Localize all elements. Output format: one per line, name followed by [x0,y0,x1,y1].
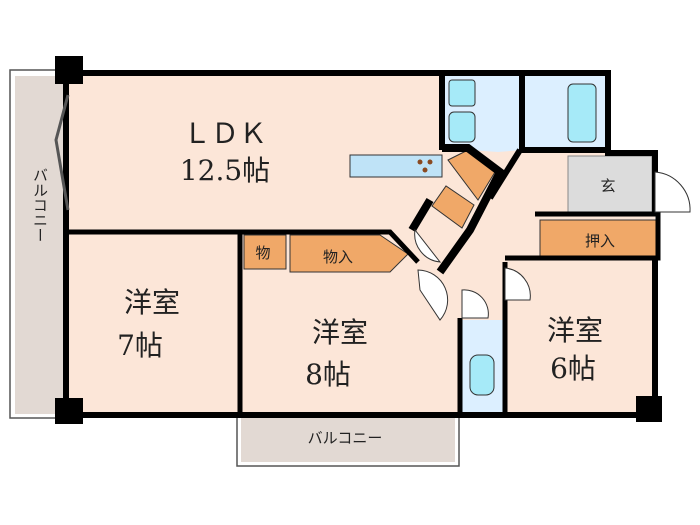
bathtub-icon [567,83,597,143]
window-bay [54,94,70,211]
bedroom-east-size: 6帖 [550,352,596,385]
washing-machine-icon [448,111,476,143]
bedroom-west-name: 洋室 [124,286,180,319]
bedroom-center-size: 8帖 [305,358,351,391]
closet-label: 押入 [585,232,615,250]
bedroom-west-size: 7帖 [117,329,163,362]
stove-icon [417,159,433,173]
ldk-size: 12.5帖 [180,154,270,187]
storage-small [243,234,287,270]
sink-icon [448,79,476,107]
column [55,398,83,424]
closet-oshiire [539,219,657,259]
storage-small-label: 物 [255,244,270,262]
balcony-west-label: バルコニー [31,168,49,243]
column [636,396,662,422]
ldk-name: ＬＤＫ [183,117,267,150]
bedroom-east-name: 洋室 [547,314,603,347]
entrance [567,155,653,213]
column [55,56,83,84]
doors [414,171,691,321]
bedroom-center-name: 洋室 [312,316,368,349]
balcony-south-label: バルコニー [308,429,383,447]
diagonal-closet-2 [431,185,475,229]
storage [289,234,409,273]
storage-label: 物入 [323,248,353,266]
kitchen-counter [349,154,443,178]
toilet-icon [469,354,495,396]
entrance-label: 玄 [600,177,615,195]
